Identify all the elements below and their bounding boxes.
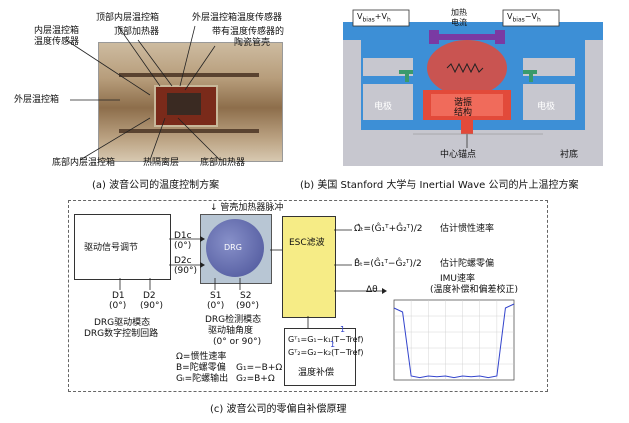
label-inner-sensor-1: 内层温控箱 (34, 26, 80, 36)
ceramic-package (167, 93, 201, 115)
label-electrode-left: 电极 (374, 102, 393, 112)
label-outer-sensor: 外层温控箱温度传感器 (192, 13, 283, 23)
label-g2-formula: Gᵀ₂=G₂−k₂(T−Tref) (288, 348, 364, 357)
panel-c-connectors (119, 229, 387, 328)
label-outer-box: 外层温控箱 (14, 95, 60, 105)
label-top-heater: 顶部加热器 (114, 27, 160, 37)
label-s2-angle: (90°) (236, 301, 259, 311)
caption-b: (b) 美国 Stanford 大学与 Inertial Wave 公司的片上温… (300, 180, 579, 191)
label-temp-comp: 温度补偿 (298, 368, 335, 378)
label-omega-formula: Ω̂ₜ=(Ĝ₁ᵀ+Ĝ₂ᵀ)/2 (354, 224, 423, 234)
label-d1c: D1c (174, 231, 192, 241)
label-delta-theta: Δθ (366, 285, 378, 295)
label-bias-formula: B̂ₜ=(Ĝ₁ᵀ−Ĝ₂ᵀ)/2 (354, 259, 422, 269)
label-s1-angle: (0°) (207, 301, 225, 311)
rail (119, 73, 259, 77)
label-drg-drive-2: DRG数字控制回路 (84, 329, 159, 339)
caption-c: (c) 波音公司的零偏自补偿原理 (210, 404, 347, 415)
label-substrate: 衬底 (560, 150, 579, 160)
vbias-left: Vbias+Vh (357, 12, 391, 24)
label-g1-def: G₁=−B+Ω (236, 363, 283, 373)
label-d2c: D2c (174, 256, 192, 266)
label-bias-text: 估计陀螺零偏 (440, 259, 495, 269)
label-bottom-inner-box: 底部内层温控箱 (52, 158, 116, 168)
drg-disk (206, 219, 264, 277)
label-top-inner-box: 顶部内层温控箱 (96, 13, 160, 23)
label-ceramic-1: 带有温度传感器的 (212, 27, 285, 37)
esc-filter-box (282, 216, 336, 318)
vbias-right: Vbias−Vh (507, 12, 541, 24)
label-d2c-angle: (90°) (174, 266, 197, 276)
imu-rate-chart (393, 299, 515, 381)
label-d2: D2 (143, 291, 156, 301)
label-center-anchor: 中心锚点 (440, 150, 477, 160)
label-resonator-1: 谐振 (454, 98, 473, 108)
label-d1: D1 (112, 291, 125, 301)
drg-photo-frame: DRG (200, 214, 272, 284)
label-g1-formula: Gᵀ₁=G₁−k₁(T−Tref) (288, 335, 364, 344)
label-omega-text: 估计惯性速率 (440, 224, 495, 234)
label-drive-signal: 驱动信号调节 (84, 243, 139, 253)
label-resonator-2: 结构 (454, 108, 473, 118)
label-drg-detect-1: DRG检测模态 (205, 315, 262, 325)
label-drg: DRG (224, 243, 242, 252)
label-drg-detect-3: (0° or 90°) (213, 337, 262, 347)
label-k2: 1 (330, 340, 336, 349)
label-pulse: ↓ 管壳加热器脉冲 (210, 203, 284, 213)
label-s2: S2 (240, 291, 252, 301)
label-d1-angle: (0°) (109, 301, 127, 311)
label-drg-drive-1: DRG驱动模态 (94, 318, 151, 328)
label-bottom-heater: 底部加热器 (200, 158, 246, 168)
label-k1: 1 (340, 325, 346, 334)
label-def-g: Gᵢ=陀螺输出 (176, 374, 229, 384)
label-heat-current-2: 电流 (451, 18, 467, 27)
label-drg-detect-2: 驱动轴角度 (208, 326, 254, 336)
label-g2-def: G₂=B+Ω (236, 374, 275, 384)
label-imu-2: (温度补偿和偏差校正) (430, 285, 519, 295)
temperature-compensation-box (284, 328, 356, 386)
drive-signal-box (74, 214, 171, 280)
label-heat-current-1: 加热 (451, 8, 467, 17)
chart-frame (393, 299, 515, 381)
label-def-b: B=陀螺零偏 (176, 363, 226, 373)
label-esc: ESC滤波 (289, 238, 325, 248)
label-d1c-angle: (0°) (174, 241, 192, 251)
label-s1: S1 (210, 291, 222, 301)
label-inner-sensor-2: 温度传感器 (34, 37, 80, 47)
label-imu-1: IMU速率 (440, 274, 476, 284)
rail (119, 129, 259, 133)
chart-series-line (393, 303, 515, 379)
label-electrode-right: 电极 (537, 102, 556, 112)
label-heat-insulation: 热隔离层 (143, 158, 180, 168)
caption-a: (a) 波音公司的温度控制方案 (92, 180, 220, 191)
stanford-on-chip-diagram (343, 8, 603, 166)
label-d2-angle: (90°) (140, 301, 163, 311)
label-def-omega: Ω=惯性速率 (176, 352, 227, 362)
panel-a-leader-lines (65, 25, 221, 161)
label-ceramic-2: 陶瓷管壳 (234, 38, 271, 48)
